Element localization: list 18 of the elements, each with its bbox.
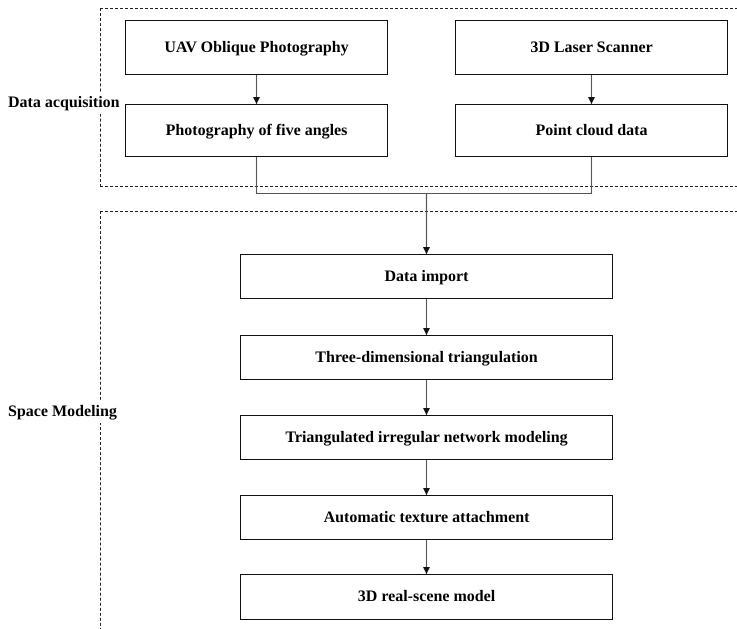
arrow bbox=[423, 460, 430, 495]
process-box: Point cloud data bbox=[455, 104, 728, 157]
process-box: Automatic texture attachment bbox=[240, 495, 613, 540]
process-box: 3D Laser Scanner bbox=[455, 20, 728, 75]
arrow bbox=[423, 157, 592, 254]
process-box: Three-dimensional triangulation bbox=[240, 335, 613, 380]
group-label: Data acquisition bbox=[8, 92, 120, 114]
arrow bbox=[423, 380, 430, 415]
process-box: UAV Oblique Photography bbox=[125, 20, 388, 75]
arrow bbox=[253, 75, 260, 104]
process-box: Data import bbox=[240, 254, 613, 299]
group-label: Space Modeling bbox=[8, 401, 117, 423]
arrow bbox=[423, 540, 430, 574]
arrow bbox=[588, 75, 595, 104]
arrow bbox=[423, 299, 430, 335]
process-box: 3D real-scene model bbox=[240, 574, 613, 620]
process-box: Photography of five angles bbox=[125, 104, 388, 157]
process-box: Triangulated irregular network modeling bbox=[240, 415, 613, 460]
